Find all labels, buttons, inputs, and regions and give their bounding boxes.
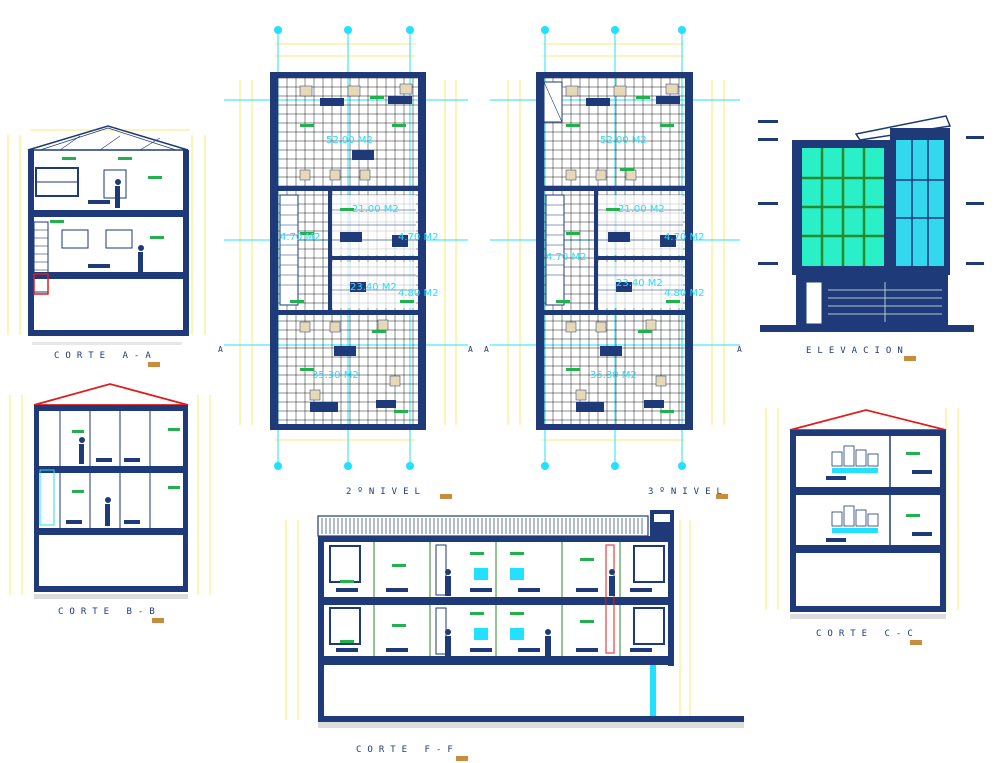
nivel-3-label: 3ºNIVEL [648, 487, 728, 497]
corte-a-a-label: CORTE A-A [54, 351, 157, 361]
area-label: 4.80 M2 [398, 288, 438, 299]
area-label: 23.40 M2 [350, 282, 397, 293]
section-f-f: CORTE F-F [285, 510, 744, 761]
area-label: 4.70 M2 [664, 232, 704, 243]
area-label: 35.30 M2 [590, 370, 637, 381]
corte-f-f-label: CORTE F-F [356, 745, 459, 755]
area-label: 52.00 M2 [326, 135, 373, 146]
section-b-b: CORTE B-B [9, 383, 211, 623]
nivel-2-label: 2ºNIVEL [346, 487, 426, 497]
axis-a-right: A [468, 345, 473, 354]
area-label: 35.30 M2 [312, 370, 359, 381]
corte-b-b-label: CORTE B-B [58, 607, 161, 617]
plan-2nivel: A A [218, 26, 473, 499]
area-label: 52.00 M2 [600, 135, 647, 146]
elevacion-label: ELEVACION [806, 346, 909, 356]
plan-3nivel: A A [484, 26, 742, 499]
area-label: 4.70 M2 [398, 232, 438, 243]
area-label: 21.00 M2 [352, 204, 399, 215]
axis-a-left: A [218, 345, 223, 354]
area-label: 21.00 M2 [618, 204, 665, 215]
area-label: 4.80 M2 [664, 288, 704, 299]
area-label: 4.70 M2 [280, 232, 320, 243]
axis-a-left: A [484, 345, 489, 354]
area-label: 4.70 M2 [546, 252, 586, 263]
corte-c-c-label: CORTE C-C [816, 629, 919, 639]
section-c-c: CORTE C-C [765, 408, 959, 645]
axis-a-right: A [737, 345, 742, 354]
elevation: ELEVACION [758, 115, 984, 361]
area-label: 23.40 M2 [616, 278, 663, 289]
section-a-a: CORTE A-A [7, 125, 206, 367]
